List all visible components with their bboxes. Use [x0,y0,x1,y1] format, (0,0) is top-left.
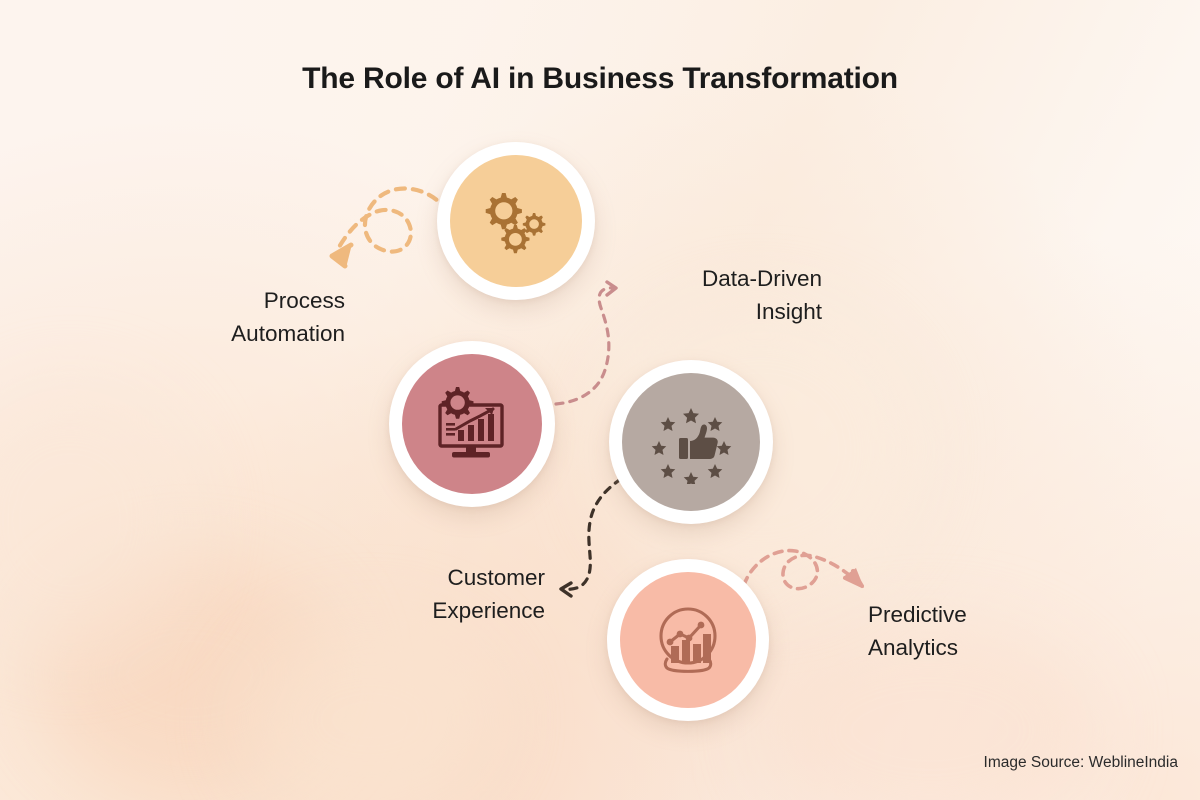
crystal-ball-chart-icon [659,607,717,673]
node-disc [622,373,760,511]
node-data-driven-insight[interactable] [389,341,555,507]
node-disc [450,155,582,287]
label-customer-experience: Customer Experience [432,565,545,624]
page-title: The Role of AI in Business Transformatio… [302,62,898,95]
arrow-to-insight [554,280,618,406]
image-source-note: Image Source: WeblineIndia [983,754,1178,771]
gears-icon [485,193,546,254]
node-predictive-analytics[interactable] [607,559,769,721]
label-process-automation: Process Automation [231,288,345,347]
node-customer-experience[interactable] [609,360,773,524]
node-disc [620,572,756,708]
arrow-to-predict [742,548,864,591]
arrow-to-customer [559,477,623,598]
monitor-analytics-gear-icon [438,387,504,458]
label-data-driven-insight: Data-Driven Insight [701,266,822,325]
node-disc [402,354,542,494]
thumbs-up-stars-icon [651,408,732,484]
arrow-to-process [329,186,451,269]
label-predictive-analytics: Predictive Analytics [868,602,967,661]
node-process-automation[interactable] [437,142,595,300]
